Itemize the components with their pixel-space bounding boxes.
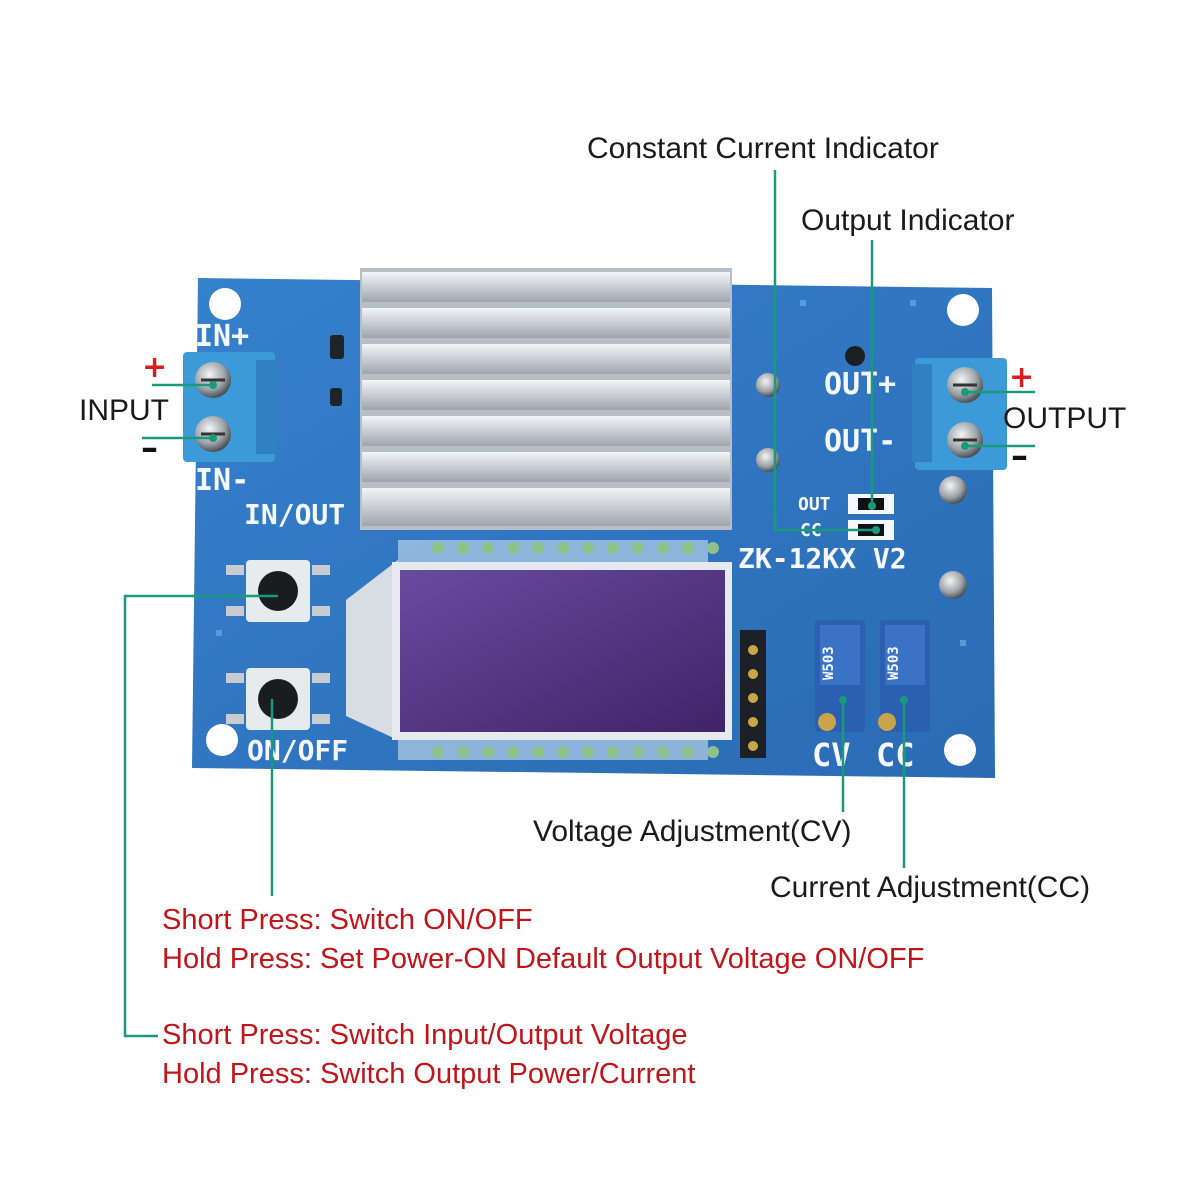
mounting-hole — [209, 288, 241, 320]
lcd-pin — [607, 542, 619, 554]
lcd-pin — [432, 542, 444, 554]
silk-cv: CV — [812, 736, 851, 774]
lcd-module — [346, 540, 732, 760]
lcd-pin — [532, 746, 544, 758]
lcd-pin — [707, 542, 719, 554]
lcd-pin — [632, 746, 644, 758]
lcd-pin — [657, 746, 669, 758]
output-minus-symbol: – — [1011, 436, 1028, 476]
silk-out-plus: OUT+ — [824, 367, 896, 402]
in-out-short-press-note: Short Press: Switch Input/Output Voltage — [162, 1019, 688, 1051]
lcd-pin — [632, 542, 644, 554]
label-current-adjustment: Current Adjustment(CC) — [770, 871, 1091, 904]
lcd-pins — [432, 542, 719, 758]
silk-in-minus: IN- — [195, 463, 249, 498]
lcd-pin — [557, 542, 569, 554]
leader-lines — [123, 170, 1035, 1038]
lcd-pin — [482, 542, 494, 554]
heatsink — [360, 268, 732, 530]
lcd-pin — [682, 542, 694, 554]
in-out-tact-switch — [226, 560, 330, 622]
cv-potentiometer — [815, 620, 865, 732]
input-plus-symbol: + — [142, 350, 168, 385]
lcd-pin — [507, 542, 519, 554]
cv-pot-marking: W503 — [821, 646, 837, 680]
label-voltage-adjustment: Voltage Adjustment(CV) — [533, 815, 852, 848]
lcd-pin — [507, 746, 519, 758]
lcd-pin — [657, 542, 669, 554]
mounting-hole — [947, 294, 979, 326]
lcd-pin — [582, 746, 594, 758]
on-off-short-press-note: Short Press: Switch ON/OFF — [162, 904, 533, 936]
lcd-pin — [457, 542, 469, 554]
leader-endpoints — [209, 381, 969, 704]
header-pins — [740, 630, 766, 758]
input-minus-symbol: – — [141, 428, 158, 468]
silk-model: ZK-12KX V2 — [738, 542, 907, 575]
output-plus-symbol: + — [1009, 360, 1035, 395]
on-off-hold-press-note: Hold Press: Set Power-ON Default Output … — [162, 943, 925, 975]
silk-in-plus: IN+ — [195, 319, 249, 354]
on-off-tact-switch — [226, 668, 330, 730]
lcd-pin — [707, 746, 719, 758]
label-input: INPUT — [79, 394, 169, 427]
lcd-pin — [532, 542, 544, 554]
input-terminal-block — [183, 352, 276, 462]
silk-led-out: OUT — [798, 494, 831, 515]
leader-constant-current — [773, 170, 876, 532]
silk-cc: CC — [876, 736, 915, 774]
leader-in-out — [123, 594, 278, 1038]
lcd-pin — [432, 746, 444, 758]
in-out-hold-press-note: Hold Press: Switch Output Power/Current — [162, 1058, 696, 1090]
cc-potentiometer — [878, 620, 930, 732]
label-output-indicator: Output Indicator — [801, 204, 1015, 237]
silk-out-minus: OUT- — [824, 424, 896, 459]
lcd-pin — [682, 746, 694, 758]
mounting-hole — [206, 724, 238, 756]
lcd-pin — [557, 746, 569, 758]
lcd-pin — [607, 746, 619, 758]
mounting-hole — [944, 734, 976, 766]
lcd-screen — [400, 570, 725, 732]
lcd-pin — [582, 542, 594, 554]
output-terminal-block — [912, 358, 1007, 470]
silk-on-off: ON/OFF — [247, 734, 348, 767]
label-constant-current-indicator: Constant Current Indicator — [587, 132, 939, 165]
lcd-pin — [482, 746, 494, 758]
lcd-pin — [457, 746, 469, 758]
silk-in-out: IN/OUT — [244, 498, 345, 531]
cc-pot-marking: W503 — [886, 646, 902, 680]
label-output: OUTPUT — [1003, 402, 1127, 435]
